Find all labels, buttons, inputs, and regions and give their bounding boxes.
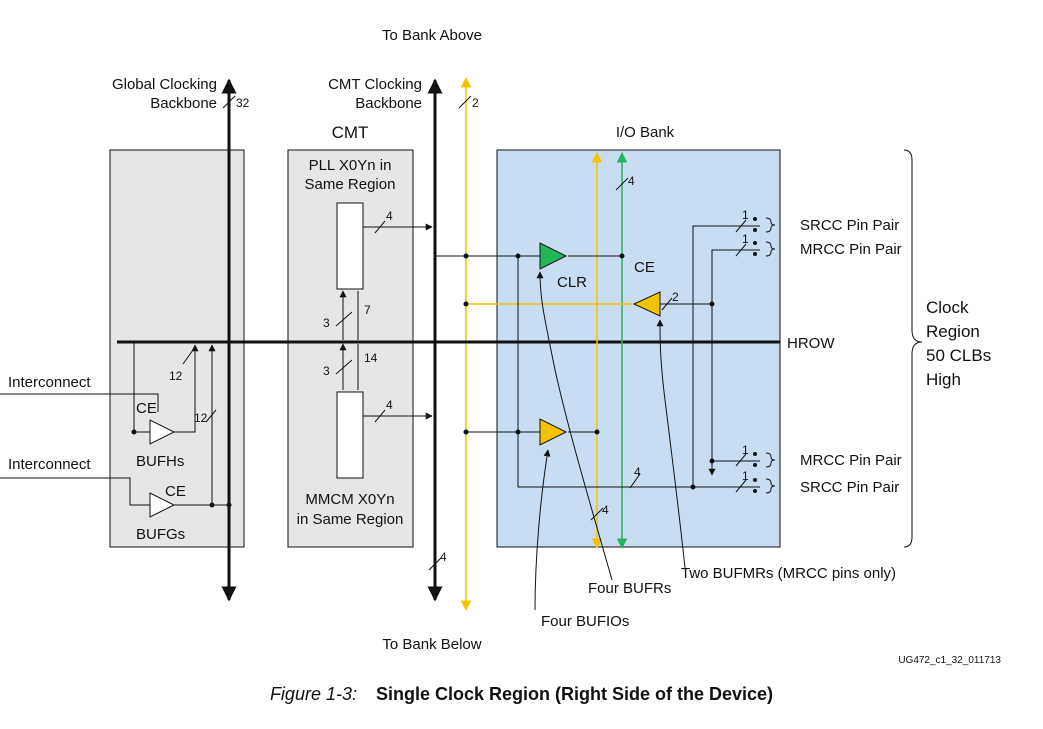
io-bank-title: I/O Bank — [616, 124, 675, 141]
clock-region-line-1: Clock — [926, 298, 969, 317]
bufh-12b-width: 12 — [194, 411, 208, 425]
srcc-bot-label: SRCC Pin Pair — [800, 479, 899, 496]
pin-1b-width: 1 — [742, 232, 749, 246]
bufmr-buffer — [632, 291, 661, 317]
cmt-title: CMT — [332, 123, 369, 142]
interconnect-label-1: Interconnect — [8, 374, 91, 391]
pin-1c-width: 1 — [742, 443, 749, 457]
global-backbone-label-2: Backbone — [150, 95, 217, 112]
four-bufrs-label: Four BUFRs — [588, 580, 671, 597]
mrcc-bot-label: MRCC Pin Pair — [800, 452, 902, 469]
four-bufios-label: Four BUFIOs — [541, 613, 629, 630]
bufh-output-wire — [174, 344, 199, 433]
cmt-backbone-width-label: 2 — [472, 96, 479, 110]
srcc-top-wire — [692, 225, 760, 487]
two-bufmrs-label: Two BUFMRs (MRCC pins only) — [681, 565, 896, 582]
bufh-input-wire — [133, 342, 150, 433]
figure-caption: Figure 1-3: Single Clock Region (Right S… — [0, 684, 1043, 705]
mmcm-label-1: MMCM X0Yn — [305, 491, 394, 508]
interconnect-label-2: Interconnect — [8, 456, 91, 473]
hrow-label: HROW — [787, 335, 835, 352]
io-left-vertical — [517, 256, 693, 488]
callout-leaders — [534, 271, 686, 611]
bufmr-ce-label: CE — [634, 259, 655, 276]
bufh-buffer — [149, 419, 176, 445]
pll-block — [336, 202, 364, 290]
mmcm-block — [336, 391, 364, 479]
bufgs-label: BUFGs — [136, 526, 185, 543]
pin-1a-width: 1 — [742, 208, 749, 222]
bufmr-2-width: 2 — [672, 290, 679, 304]
to-bank-below-label: To Bank Below — [382, 636, 481, 653]
io-4-top-width: 4 — [628, 174, 635, 188]
interconnect-2-wire — [0, 477, 150, 506]
io-bank-box — [496, 149, 781, 548]
up-7-width: 7 — [364, 303, 371, 317]
mrcc-top-label: MRCC Pin Pair — [800, 241, 902, 258]
figure-number: Figure 1-3: — [269, 684, 357, 704]
pll-label-1: PLL X0Yn in — [309, 157, 392, 174]
below-4-width: 4 — [440, 550, 447, 564]
clr-label: CLR — [557, 274, 587, 291]
to-bank-above-label: To Bank Above — [382, 27, 482, 44]
pll-out-width: 4 — [386, 209, 393, 223]
clock-region-brace — [903, 149, 923, 548]
bufg-buffer — [149, 492, 176, 518]
down-3-width: 3 — [323, 364, 330, 378]
srcc-top-label: SRCC Pin Pair — [800, 217, 899, 234]
interconnect-1-wire — [0, 393, 159, 412]
mrcc-top-wire — [708, 249, 760, 476]
mmcm-label-2: in Same Region — [297, 511, 404, 528]
pll-label-2: Same Region — [305, 176, 396, 193]
doc-id-label: UG472_c1_32_011713 — [898, 655, 1001, 666]
cmt-backbone-label-1: CMT Clocking — [328, 76, 422, 93]
pin-pair-dots — [753, 217, 757, 493]
clock-region-line-3: 50 CLBs — [926, 346, 991, 365]
io-4-mid-width: 4 — [634, 465, 641, 479]
cmt-backbone-label-2: Backbone — [355, 95, 422, 112]
pin-1d-width: 1 — [742, 469, 749, 483]
bufh-ce-label: CE — [136, 400, 157, 417]
io-4-bot-width: 4 — [602, 503, 609, 517]
bus-slashes — [182, 95, 747, 571]
bufh-12a-width: 12 — [169, 369, 183, 383]
figure-title: Single Clock Region (Right Side of the D… — [376, 684, 774, 704]
up-3-width: 3 — [323, 316, 330, 330]
clock-region-line-4: High — [926, 370, 961, 389]
global-backbone-label-1: Global Clocking — [112, 76, 217, 93]
bufhs-label: BUFHs — [136, 453, 184, 470]
down-14-width: 14 — [364, 351, 378, 365]
bufg-ce-label: CE — [165, 483, 186, 500]
clock-region-line-2: Region — [926, 322, 980, 341]
pin-pair-braces — [765, 217, 776, 494]
bufr-buffer — [539, 242, 568, 270]
mmcm-out-width: 4 — [386, 398, 393, 412]
global-width-label: 32 — [236, 96, 250, 110]
bufio-buffer — [539, 418, 568, 446]
